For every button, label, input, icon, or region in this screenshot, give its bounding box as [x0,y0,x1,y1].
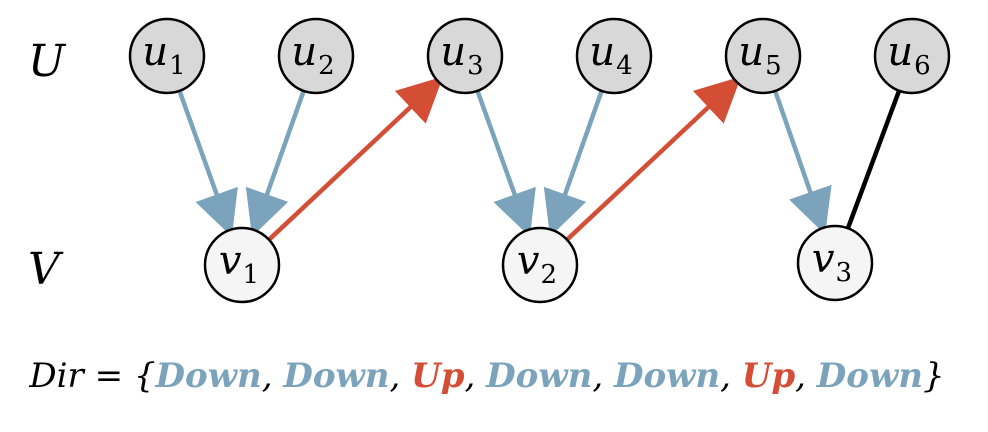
node-circle-v1 [203,226,281,304]
dir-item-5: Down [613,356,720,396]
node-v3: v3 [796,224,874,302]
node-label-sub-u2: 2 [318,51,335,81]
node-label-base-v2: v [517,238,540,284]
edges [177,76,902,242]
edge-v1-u3 [267,76,444,242]
node-label-u3: u3 [440,29,483,81]
dir-item-1: Down [155,356,262,396]
node-label-v2: v2 [517,238,557,290]
node-u1: u1 [128,17,206,95]
node-u2: u2 [277,17,355,95]
node-circle-u6 [873,17,951,95]
node-label-base-v3: v [812,236,835,282]
dir-prefix: Dir [28,356,85,396]
dir-item-7: Down [816,356,923,396]
node-label-sub-v1: 1 [243,260,260,290]
node-label-sub-u1: 1 [169,51,186,81]
node-u3: u3 [426,17,504,95]
node-v1: v1 [203,226,281,304]
node-label-base-u5: u [738,29,764,75]
edge-u5-v3 [773,90,832,235]
node-label-u4: u4 [589,29,632,81]
node-circle-u1 [128,17,206,95]
node-label-u5: u5 [738,29,781,81]
node-label-u2: u2 [291,29,334,81]
set-label-u: U [28,36,67,87]
set-label-v: V [28,244,64,295]
node-label-u6: u6 [887,29,930,81]
edge-v2-u5 [565,76,742,242]
node-label-sub-v2: 2 [541,260,558,290]
dir-item-3: Up [411,356,465,396]
node-label-base-v1: v [219,238,242,284]
edge-u6-v3 [845,89,902,230]
node-label-base-u2: u [291,29,317,75]
node-label-sub-v3: 3 [836,258,853,288]
dir-equals: = [84,356,134,396]
dir-open-brace: { [134,356,156,396]
node-circle-u2 [277,17,355,95]
dir-close-brace: } [923,356,945,396]
node-circle-v3 [796,224,874,302]
node-u5: u5 [724,17,802,95]
dir-separator: , [465,356,487,396]
dir-separator: , [592,356,614,396]
dir-item-4: Down [485,356,592,396]
node-label-u1: u1 [142,29,185,81]
direction-sequence: Dir = {Down, Down, Up, Down, Down, Up, D… [28,356,944,396]
node-label-base-u3: u [440,29,466,75]
node-circle-u4 [575,17,653,95]
node-label-sub-u5: 5 [765,51,782,81]
edge-u4-v2 [543,90,604,237]
edge-u1-v1 [177,90,238,237]
dir-separator: , [389,356,411,396]
node-u4: u4 [575,17,653,95]
node-label-sub-u3: 3 [467,51,484,81]
node-u6: u6 [873,17,951,95]
node-circle-v2 [501,226,579,304]
node-circle-u5 [724,17,802,95]
node-label-sub-u6: 6 [914,51,931,81]
dir-item-6: Up [742,356,796,396]
dir-separator: , [720,356,742,396]
node-v2: v2 [501,226,579,304]
node-label-v3: v3 [812,236,852,288]
dir-separator: , [262,356,284,396]
node-label-base-u6: u [887,29,913,75]
node-label-base-u4: u [589,29,615,75]
node-label-base-u1: u [142,29,168,75]
node-label-v1: v1 [219,238,259,290]
node-circle-u3 [426,17,504,95]
edge-u3-v2 [475,90,536,237]
dir-separator: , [795,356,817,396]
dir-item-2: Down [282,356,389,396]
node-label-sub-u4: 4 [616,51,633,81]
edge-u2-v1 [245,90,306,237]
